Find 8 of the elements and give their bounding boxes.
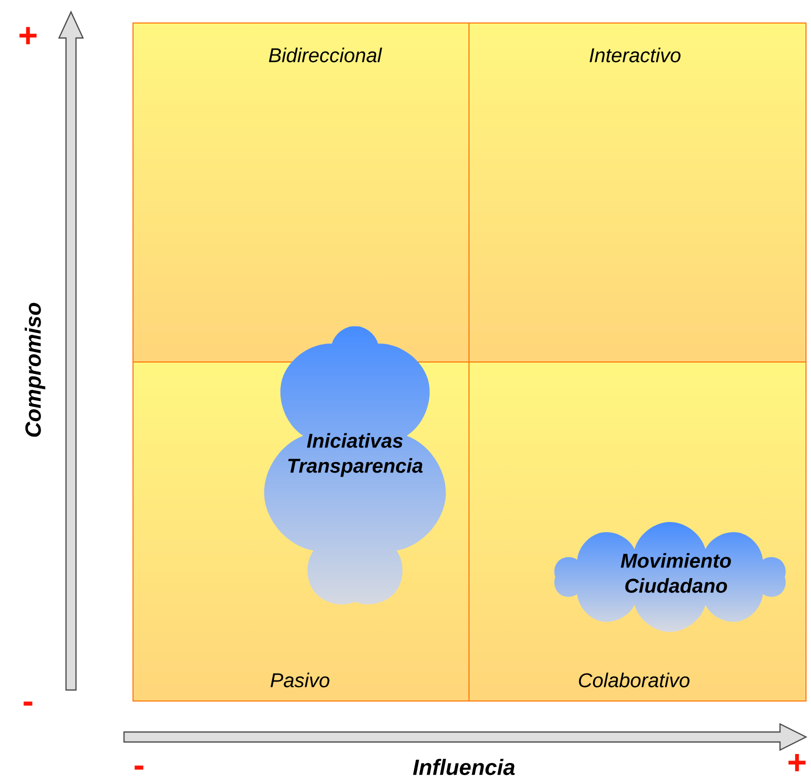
sign-symbol: - (24, 702, 32, 706)
quadrant-box: Interactivo (468, 22, 806, 362)
axis-title: Compromiso (24, 302, 46, 437)
axis-title: Influencia (413, 758, 515, 776)
sign-symbol: - (134, 766, 144, 770)
sign-symbol: + (788, 754, 806, 772)
sign-symbol: + (20, 27, 37, 44)
cloud: Movimiento Ciudadano (620, 553, 731, 593)
